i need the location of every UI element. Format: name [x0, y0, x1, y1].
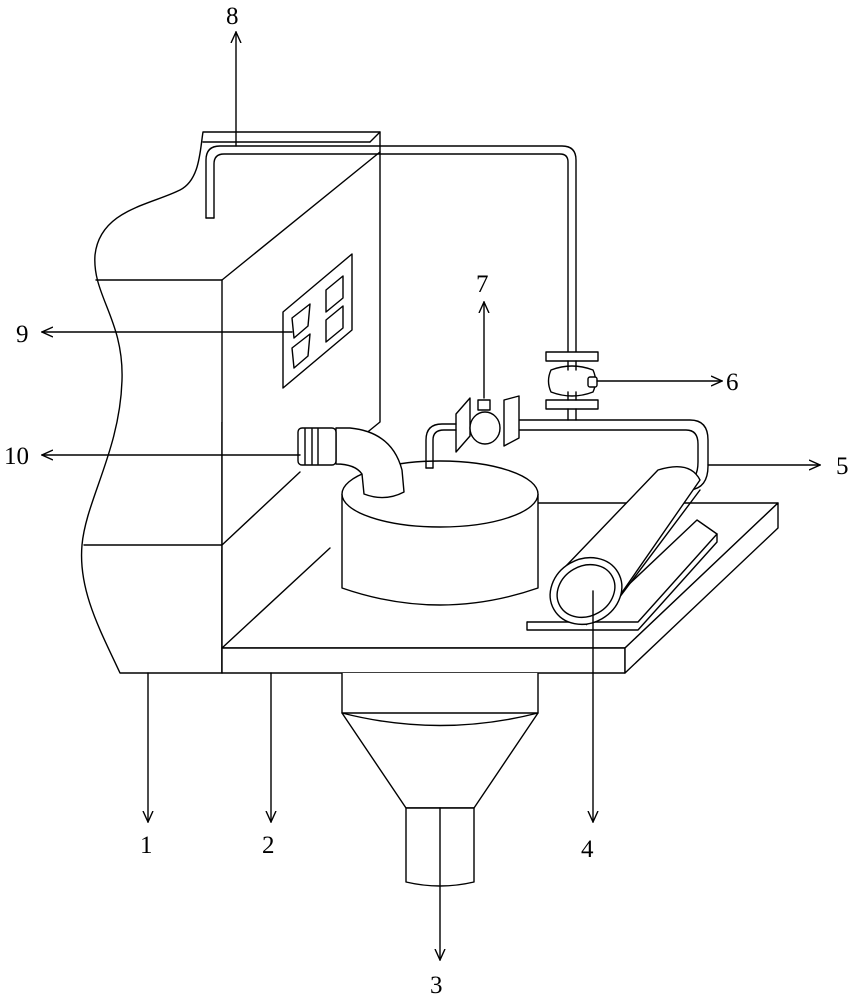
label-9: 9 — [16, 321, 29, 348]
return-pipe — [205, 145, 577, 356]
label-2: 2 — [262, 832, 275, 859]
label-5: 5 — [836, 453, 849, 480]
label-7: 7 — [476, 271, 489, 298]
label-8: 8 — [226, 3, 239, 30]
elbow-inlet-pipe — [297, 427, 405, 499]
valve-seven — [425, 395, 520, 469]
label-4: 4 — [581, 836, 594, 863]
label-1: 1 — [140, 832, 153, 859]
callout-labels: 1 2 3 4 5 6 7 8 9 10 — [4, 3, 849, 999]
leader-lines — [42, 32, 820, 960]
label-3: 3 — [430, 972, 443, 999]
valve-six — [545, 351, 599, 421]
roller-unit — [526, 466, 718, 631]
control-panel — [282, 253, 353, 389]
label-6: 6 — [726, 369, 739, 396]
label-10: 10 — [4, 443, 29, 470]
